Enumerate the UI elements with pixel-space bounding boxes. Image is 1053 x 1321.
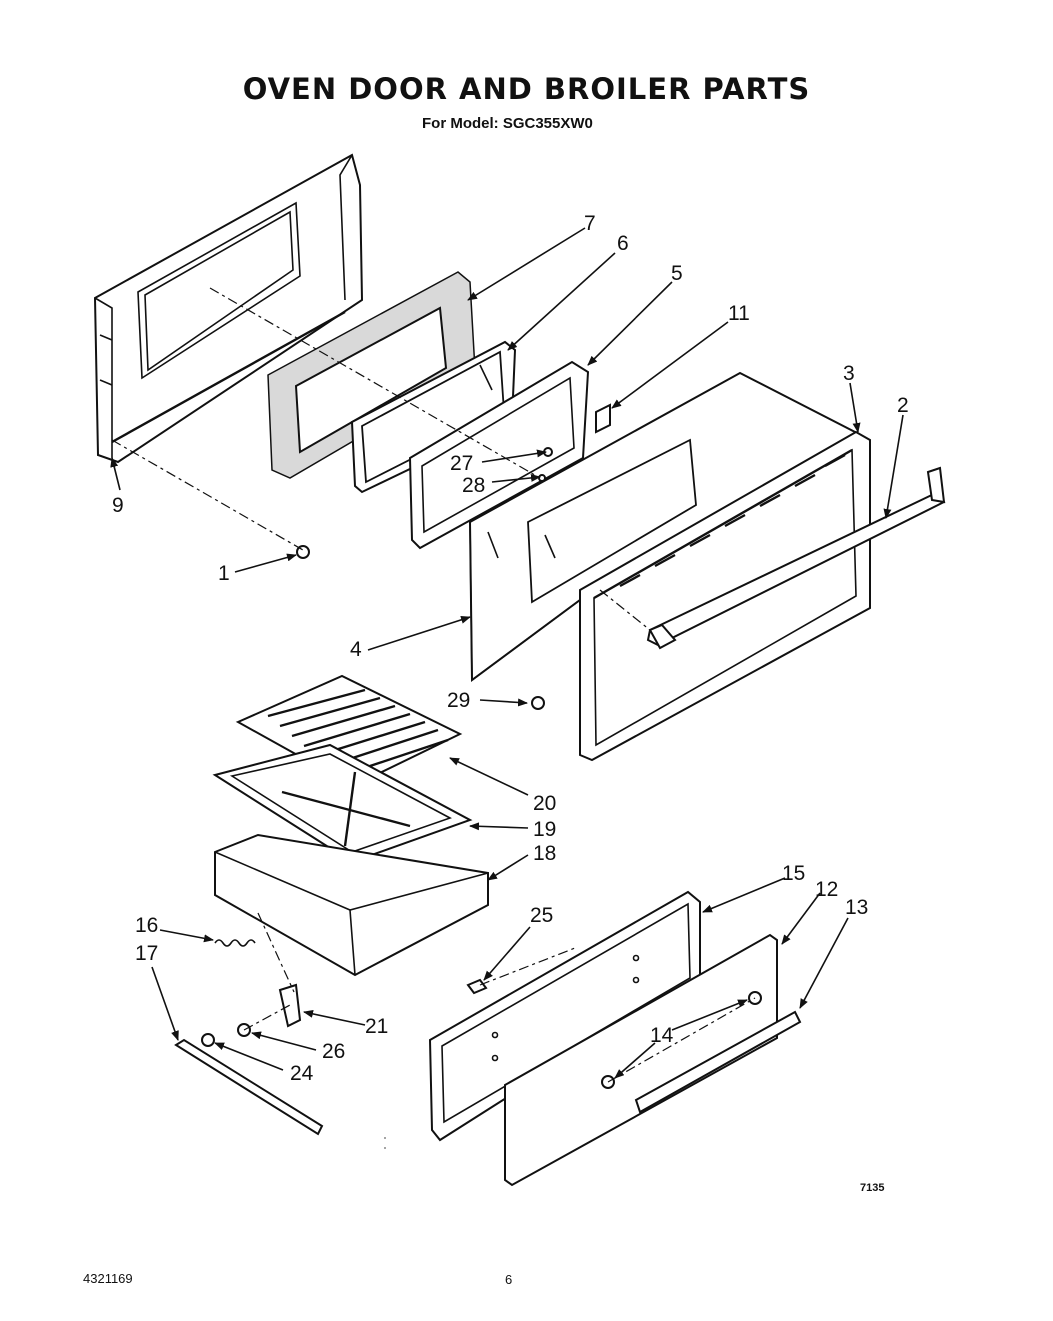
callout-17: 17 <box>135 942 158 965</box>
drawer-trim-part-13 <box>634 1010 802 1114</box>
callout-25: 25 <box>530 904 553 927</box>
callout-24: 24 <box>290 1062 314 1085</box>
broiler-pan-part-18 <box>214 833 489 977</box>
callout-19: 19 <box>533 818 556 841</box>
callout-11: 11 <box>728 302 750 325</box>
callout-18: 18 <box>533 842 556 865</box>
screw-part-29 <box>531 696 545 710</box>
callout-15: 15 <box>782 862 805 885</box>
bracket-part-11 <box>595 403 611 434</box>
drawing-code: 7135 <box>860 1182 885 1194</box>
page-number: 6 <box>505 1272 513 1287</box>
callout-4: 4 <box>350 638 362 661</box>
broiler-insert-part-19 <box>212 743 473 864</box>
callout-3: 3 <box>843 362 855 385</box>
callout-7: 7 <box>584 212 596 235</box>
page-title: OVEN DOOR AND BROILER PARTS <box>242 72 811 106</box>
callout-12: 12 <box>815 878 838 901</box>
clip-part-25 <box>466 978 488 995</box>
outer-door-panel-part-4 <box>468 371 856 682</box>
callout-14: 14 <box>650 1024 674 1047</box>
leader-lines <box>110 227 904 1079</box>
glass-retainer-part-5 <box>408 360 590 550</box>
callout-13: 13 <box>845 896 868 919</box>
document-number: 4321169 <box>83 1271 133 1286</box>
callout-9: 9 <box>112 494 124 517</box>
callout-5: 5 <box>671 262 683 285</box>
latch-part-21 <box>278 983 302 1028</box>
model-subtitle: For Model: SGC355XW0 <box>422 115 593 132</box>
callout-27: 27 <box>450 452 473 475</box>
assembly-lines <box>111 287 756 1083</box>
callout-20: 20 <box>533 792 556 815</box>
callout-29: 29 <box>447 689 470 712</box>
callout-1: 1 <box>218 562 230 585</box>
callout-21: 21 <box>365 1015 388 1038</box>
callout-26: 26 <box>322 1040 345 1063</box>
callout-6: 6 <box>617 232 629 255</box>
spring-part-16 <box>214 939 256 947</box>
callout-2: 2 <box>897 394 909 417</box>
drawer-outer-part-12 <box>504 933 778 1187</box>
door-insulation-part-7 <box>267 271 476 479</box>
screw-part-1 <box>296 545 310 559</box>
frame-vent-slots <box>619 453 846 588</box>
rail-part-17 <box>174 1038 324 1136</box>
callout-16: 16 <box>135 914 158 937</box>
door-liner-part-9 <box>93 153 364 464</box>
callout-28: 28 <box>462 474 485 497</box>
nut-part-24 <box>201 1033 215 1047</box>
